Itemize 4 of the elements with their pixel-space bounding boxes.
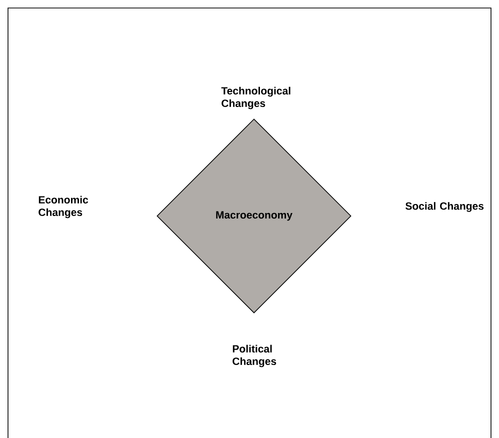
label: Economic Changes: [38, 196, 88, 218]
label: Political Changes: [232, 344, 276, 368]
label: Social Changes: [406, 202, 484, 212]
label: Technological Changes: [221, 86, 290, 110]
